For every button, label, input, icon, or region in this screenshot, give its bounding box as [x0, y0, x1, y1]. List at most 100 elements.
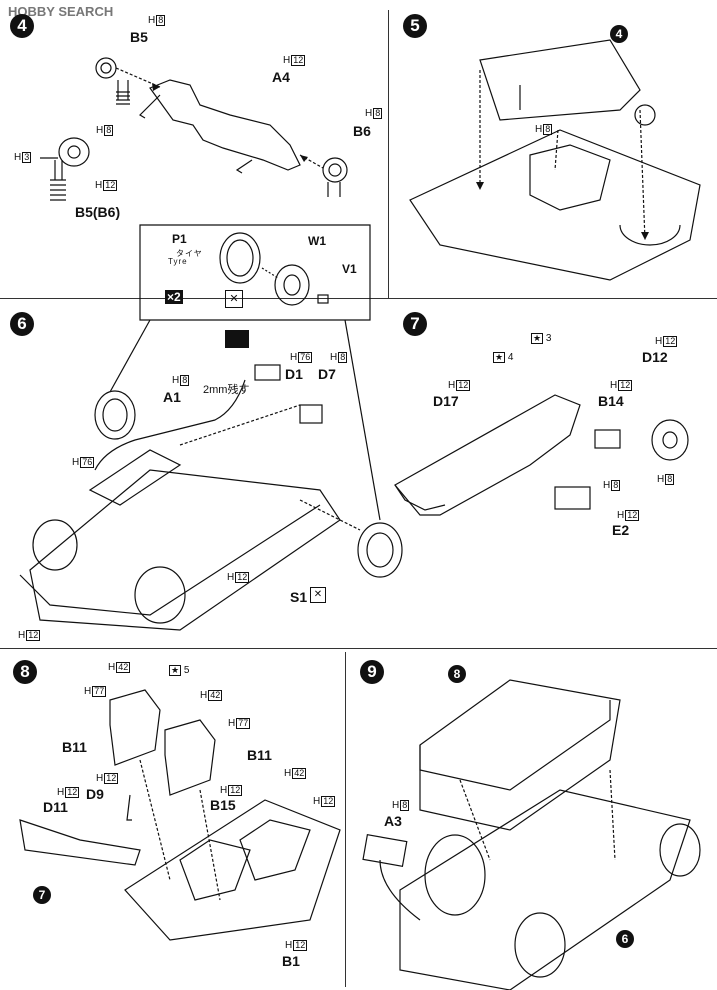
- watermark: HOBBY SEARCH: [8, 4, 114, 19]
- label-e2: E2: [612, 522, 630, 538]
- step-4-number: 4: [10, 14, 34, 38]
- hint-value: 42: [292, 768, 307, 779]
- label-b6: B6: [353, 123, 371, 139]
- label-b11-right: B11: [247, 747, 272, 763]
- star-icon: ★: [493, 352, 506, 363]
- label-x2: ×2: [165, 290, 183, 304]
- hint-value: 8: [611, 480, 621, 491]
- label-w1: W1: [308, 234, 326, 248]
- chassis-step5-drawing: [409, 39, 701, 281]
- step-6-number: 6: [10, 312, 34, 336]
- label-b5-b6: B5(B6): [75, 204, 121, 220]
- ref-step-7: 7: [33, 886, 51, 904]
- label-b5: B5: [130, 29, 148, 45]
- hint-value: 77: [236, 718, 251, 729]
- star-icon: ★: [169, 665, 182, 676]
- arm-a4-drawing: [149, 79, 301, 171]
- no-glue-icon-s1: ✕: [310, 587, 326, 603]
- hint-value: 12: [663, 336, 678, 347]
- hint-value: 42: [208, 690, 223, 701]
- label-tyre: Tyre: [168, 257, 188, 266]
- interior-step8-drawing: [19, 689, 341, 941]
- label-d12: D12: [642, 349, 668, 365]
- label-d1: D1: [285, 366, 303, 382]
- label-b14: B14: [598, 393, 624, 409]
- hint-value: 12: [291, 55, 306, 66]
- dashboard-step7-drawing: [394, 394, 689, 516]
- hint-value: 12: [321, 796, 336, 807]
- glue-tube-icon: [225, 330, 249, 348]
- hint-value: 12: [618, 380, 633, 391]
- hint-value: 8: [104, 125, 114, 136]
- label-p1: P1: [172, 232, 187, 246]
- star-icon: ★: [531, 333, 544, 344]
- divider-horizontal-top: [0, 298, 717, 299]
- paint-ref: 5: [183, 665, 190, 676]
- shock-b6-drawing: [299, 154, 348, 197]
- hint-value: 12: [293, 940, 308, 951]
- label-d11: D11: [43, 799, 68, 815]
- no-glue-icon: ✕: [225, 290, 243, 308]
- hint-value: 3: [22, 152, 32, 163]
- cap-v1-drawing: [317, 294, 329, 304]
- hint-value: 8: [373, 108, 383, 119]
- divider-vertical-bottom: [345, 652, 346, 987]
- ref-step-6: 6: [616, 930, 634, 948]
- label-taiya: タイヤ: [176, 249, 203, 258]
- label-b1: B1: [282, 953, 300, 969]
- label-v1: V1: [342, 262, 357, 276]
- label-a1: A1: [163, 389, 181, 405]
- divider-vertical-top: [388, 10, 389, 298]
- label-b15: B15: [210, 797, 236, 813]
- label-d17: D17: [433, 393, 459, 409]
- label-a4: A4: [272, 69, 290, 85]
- note-2mm: 2mm残す: [203, 384, 250, 396]
- label-d7: D7: [318, 366, 336, 382]
- hint-value: 42: [116, 662, 131, 673]
- assembly-step9-drawing: [362, 679, 701, 990]
- label-a3: A3: [384, 813, 402, 829]
- wheel-w1-drawing: [274, 264, 310, 306]
- step-5-number: 5: [403, 14, 427, 38]
- hint-star-3: ★ 3: [530, 333, 551, 344]
- step-8-number: 8: [13, 660, 37, 684]
- label-b11-left: B11: [62, 739, 87, 755]
- hint-value: 12: [65, 787, 80, 798]
- inset-callout-frame: [139, 224, 371, 321]
- label-d9: D9: [86, 786, 104, 802]
- hint-value: 76: [80, 457, 95, 468]
- hint-value: 8: [338, 352, 348, 363]
- hint-value: 76: [298, 352, 313, 363]
- shock-detail-drawing: [40, 137, 90, 201]
- hint-value: 8: [543, 124, 553, 135]
- hint-value: 12: [104, 773, 119, 784]
- hint-star-5: ★ 5: [168, 665, 189, 676]
- paint-ref: 3: [545, 333, 552, 344]
- shock-b5-drawing: [95, 57, 161, 105]
- tyre-p1-drawing: [219, 232, 261, 284]
- hint-star-4: ★ 4: [492, 352, 513, 363]
